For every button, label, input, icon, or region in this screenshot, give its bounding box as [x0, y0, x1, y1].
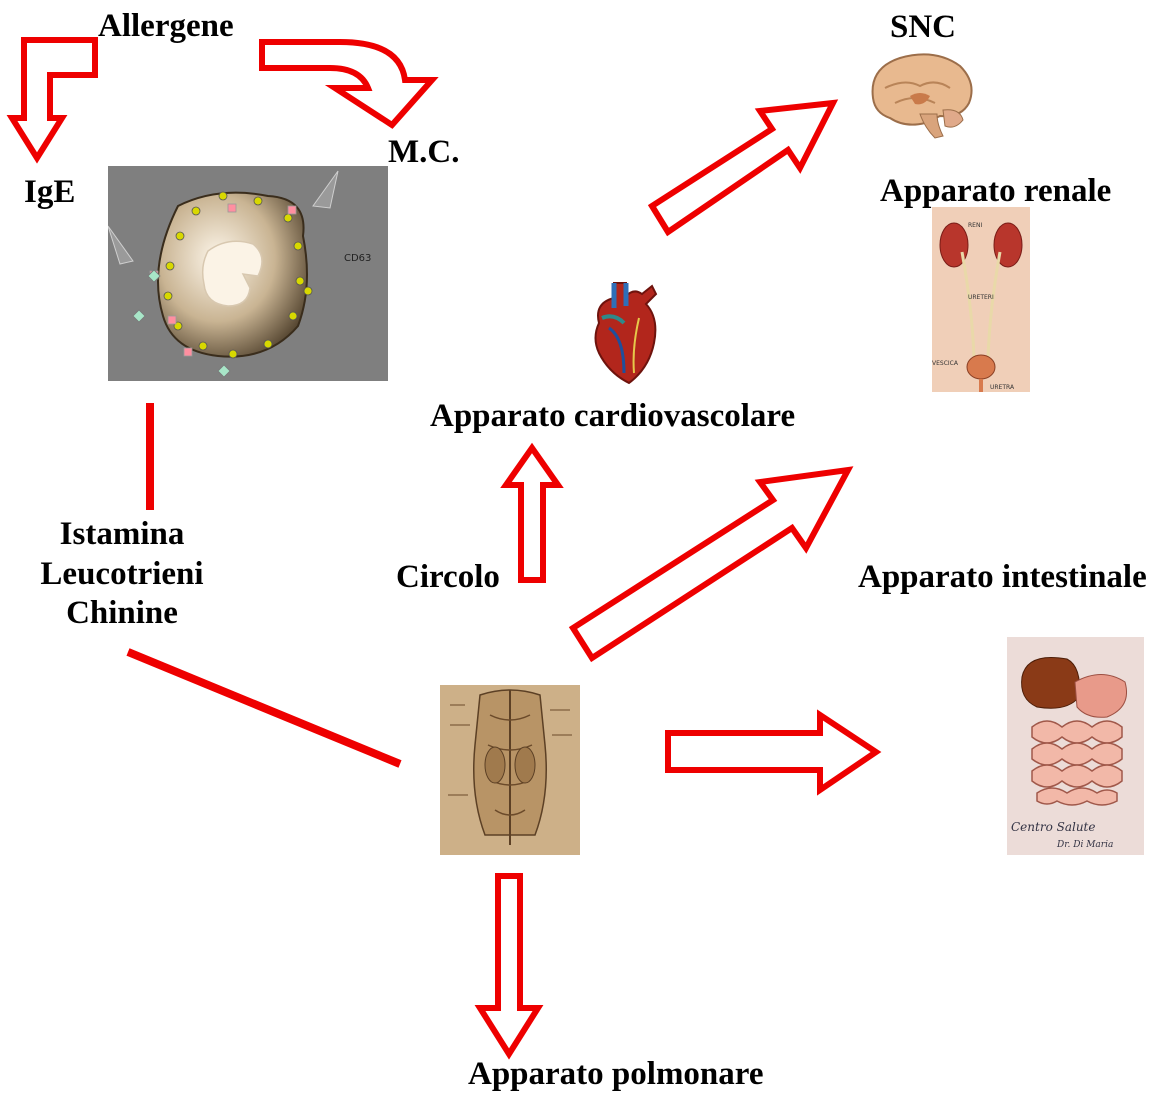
arrow-anatomy-to-renale — [573, 470, 848, 658]
label-apparato-polmonare: Apparato polmonare — [468, 1055, 764, 1095]
label-apparato-renale: Apparato renale — [880, 172, 1111, 212]
label-leucotrieni: Leucotrieni — [22, 555, 222, 595]
label-mediators: Istamina Leucotrieni Chinine — [22, 515, 222, 634]
label-ige: IgE — [24, 173, 75, 213]
mast-cell-cd-label: CD63 — [344, 253, 371, 264]
label-apparato-intestinale: Apparato intestinale — [858, 558, 1147, 598]
label-snc: SNC — [890, 8, 956, 48]
arrow-cardio-to-snc — [652, 103, 833, 232]
arrow-allergene-to-ige — [12, 40, 95, 158]
label-allergene: Allergene — [98, 7, 234, 47]
kidney-label-ureteri: URETERI — [968, 294, 994, 301]
kidney-label-vescica: VESCICA — [932, 360, 959, 367]
connector-mediators-to-anatomy — [128, 652, 400, 764]
arrow-anatomy-to-polmonare — [480, 876, 538, 1054]
intestine-caption: Centro Salute — [1011, 820, 1095, 834]
brain-image — [865, 48, 977, 140]
mast-cell-image: CD63 — [108, 166, 388, 381]
label-istamina: Istamina — [22, 515, 222, 555]
arrow-allergene-to-mc — [262, 42, 432, 125]
kidneys-image: RENI URETERI VESCICA URETRA — [932, 207, 1030, 392]
label-chinine: Chinine — [22, 594, 222, 634]
intestine-image: Centro Salute Dr. Di Maria — [1007, 637, 1144, 855]
arrow-anatomy-to-intestine — [668, 715, 876, 790]
label-apparato-cardiovascolare: Apparato cardiovascolare — [430, 397, 795, 437]
kidney-label-uretra: URETRA — [990, 384, 1015, 391]
heart-image — [584, 278, 664, 388]
kidney-label-reni: RENI — [968, 222, 982, 229]
label-mc: M.C. — [388, 133, 459, 173]
anatomy-image — [440, 685, 580, 855]
arrow-circolo-to-cardio — [506, 448, 558, 580]
label-circolo: Circolo — [396, 558, 500, 598]
intestine-subcaption: Dr. Di Maria — [1056, 840, 1113, 850]
